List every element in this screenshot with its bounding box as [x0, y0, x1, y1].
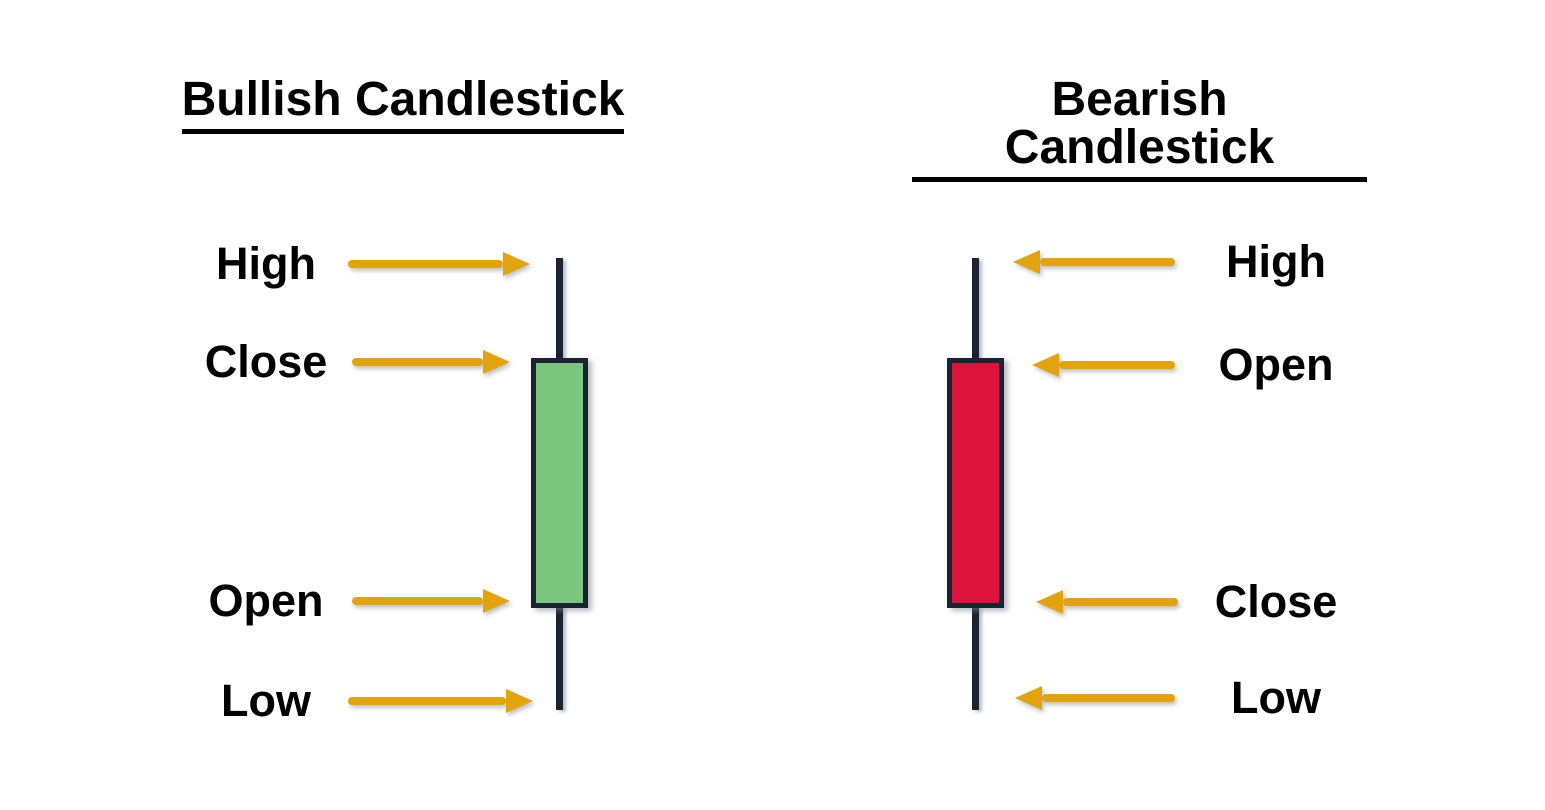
bearish-high-arrow-icon	[1013, 250, 1175, 274]
bearish-title: Bearish Candlestick	[912, 76, 1367, 182]
arrow-shaft	[352, 358, 483, 366]
bullish-title: Bullish Candlestick	[180, 76, 626, 134]
arrow-head-right-icon	[506, 689, 533, 713]
bullish-upper-wick	[556, 258, 563, 360]
bullish-open-label: Open	[208, 575, 324, 626]
bullish-close-arrow-icon	[352, 350, 510, 374]
arrow-shaft	[348, 260, 503, 268]
arrow-shaft	[1042, 694, 1175, 702]
arrow-shaft	[352, 597, 483, 605]
arrow-head-right-icon	[503, 252, 530, 276]
arrow-head-right-icon	[483, 350, 510, 374]
bullish-open-arrow-icon	[352, 589, 510, 613]
arrow-shaft	[1063, 598, 1178, 606]
bearish-close-label: Close	[1214, 576, 1338, 627]
bearish-close-arrow-icon	[1036, 590, 1178, 614]
bullish-close-label: Close	[204, 336, 328, 387]
arrow-shaft	[348, 697, 506, 705]
bearish-open-label: Open	[1218, 339, 1334, 390]
arrow-shaft	[1040, 258, 1175, 266]
arrow-head-left-icon	[1015, 686, 1042, 710]
bullish-title-text: Bullish Candlestick	[181, 76, 625, 134]
bearish-low-label: Low	[1231, 672, 1321, 723]
bearish-upper-wick	[972, 258, 979, 360]
bullish-low-label: Low	[221, 675, 311, 726]
bearish-lower-wick	[972, 606, 979, 710]
bullish-lower-wick	[556, 606, 563, 710]
arrow-shaft	[1059, 361, 1175, 369]
arrow-head-right-icon	[483, 589, 510, 613]
bearish-low-arrow-icon	[1015, 686, 1175, 710]
bearish-high-label: High	[1226, 236, 1326, 287]
bullish-high-label: High	[216, 238, 316, 289]
bullish-low-arrow-icon	[348, 689, 533, 713]
bullish-high-arrow-icon	[348, 252, 530, 276]
bullish-candle-body	[531, 358, 588, 608]
bearish-open-arrow-icon	[1032, 353, 1175, 377]
bearish-title-text: Bearish Candlestick	[912, 76, 1367, 182]
arrow-head-left-icon	[1032, 353, 1059, 377]
arrow-head-left-icon	[1013, 250, 1040, 274]
arrow-head-left-icon	[1036, 590, 1063, 614]
bearish-candle-body	[947, 358, 1004, 608]
